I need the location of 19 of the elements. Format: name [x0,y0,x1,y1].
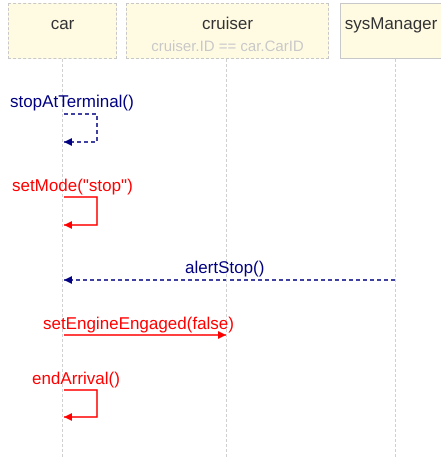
participant-name: sysManager [344,14,438,34]
lifeline [395,59,397,457]
message-arrow [64,331,226,339]
participant-name: cruiser [202,14,253,34]
message-label: setMode("stop") [12,176,133,196]
message-arrow [64,389,98,421]
participant-name: car [50,14,74,34]
message-label: endArrival() [32,369,120,389]
participant-box [340,3,441,59]
message-arrow [64,276,395,284]
message-label: stopAtTerminal() [10,92,134,112]
lifeline [226,59,228,457]
message-arrow [64,113,98,146]
message-label: setEngineEngaged(false) [43,314,234,334]
message-arrow [64,196,98,229]
message-label: alertStop() [185,258,264,278]
participant-box [8,3,117,59]
participant-box [126,3,329,59]
lifeline [62,59,64,457]
